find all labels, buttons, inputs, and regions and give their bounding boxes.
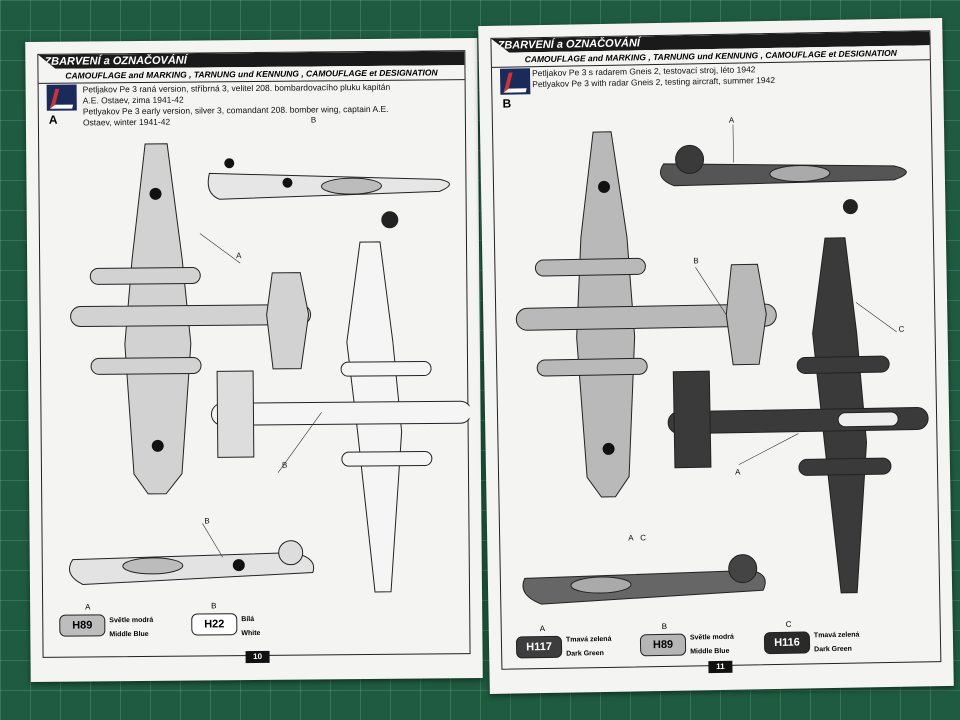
color-name-cz: Světle modrá (109, 616, 154, 625)
chip-letter-a: A (85, 602, 91, 612)
aircraft-side-view-bottom (522, 554, 766, 605)
color-chip-h117: H117 (515, 635, 563, 659)
callout-a: A (628, 533, 634, 542)
callout-b: B (204, 516, 209, 525)
color-chip-h116: H116 (763, 631, 811, 655)
aircraft-side-view-top (207, 172, 450, 229)
color-name-en: White (241, 629, 261, 638)
callout-a: A (735, 468, 741, 477)
color-name-en: Dark Green (566, 650, 604, 658)
instruction-page-right: ZBARVENÍ a OZNAČOVÁNÍ CAMOUFLAGE and MAR… (478, 18, 954, 694)
chip-letter-a: A (539, 624, 546, 634)
aircraft-side-view-top (660, 144, 907, 215)
color-name-cz: Bílá (241, 616, 255, 624)
chip-letter-b: B (211, 601, 217, 611)
aircraft-bottom-view (667, 237, 929, 594)
color-chip-h89: H89 (639, 633, 687, 657)
page-frame: ZBARVENÍ a OZNAČOVÁNÍ CAMOUFLAGE and MAR… (490, 30, 942, 674)
callout-c: C (640, 533, 646, 542)
aircraft-drawings: A B B B (69, 115, 472, 593)
chip-letter-b: B (661, 621, 668, 631)
color-name-en: Middle Blue (109, 630, 149, 639)
color-name-en: Dark Green (814, 645, 852, 654)
callout-b: B (282, 461, 287, 470)
aircraft-bottom-view (210, 241, 472, 593)
color-name-cz: Tmavá zelená (813, 631, 860, 640)
aircraft-side-view-bottom (69, 540, 315, 586)
page-number: 11 (708, 660, 733, 674)
callout-a: A (729, 116, 735, 125)
callout-c: C (898, 325, 904, 334)
page-number: 10 (245, 650, 270, 664)
callout-b: B (693, 256, 699, 265)
color-name-cz: Tmavá zelená (565, 635, 612, 644)
callout-a: A (236, 251, 242, 260)
color-chip-h89: H89 (59, 614, 106, 637)
color-name-en: Middle Blue (690, 647, 730, 656)
page-frame: ZBARVENÍ a OZNAČOVÁNÍ CAMOUFLAGE and MAR… (37, 50, 472, 664)
chip-letter-c: C (785, 619, 792, 629)
aircraft-drawings: A B A C A C (515, 116, 929, 605)
color-chip-h22: H22 (191, 613, 238, 636)
aircraft-top-view (70, 143, 312, 495)
instruction-page-left: ZBARVENÍ a OZNAČOVÁNÍ CAMOUFLAGE and MAR… (25, 38, 483, 682)
aircraft-top-view (515, 131, 777, 498)
color-name-cz: Světle modrá (689, 633, 734, 642)
callout-b: B (311, 115, 316, 124)
